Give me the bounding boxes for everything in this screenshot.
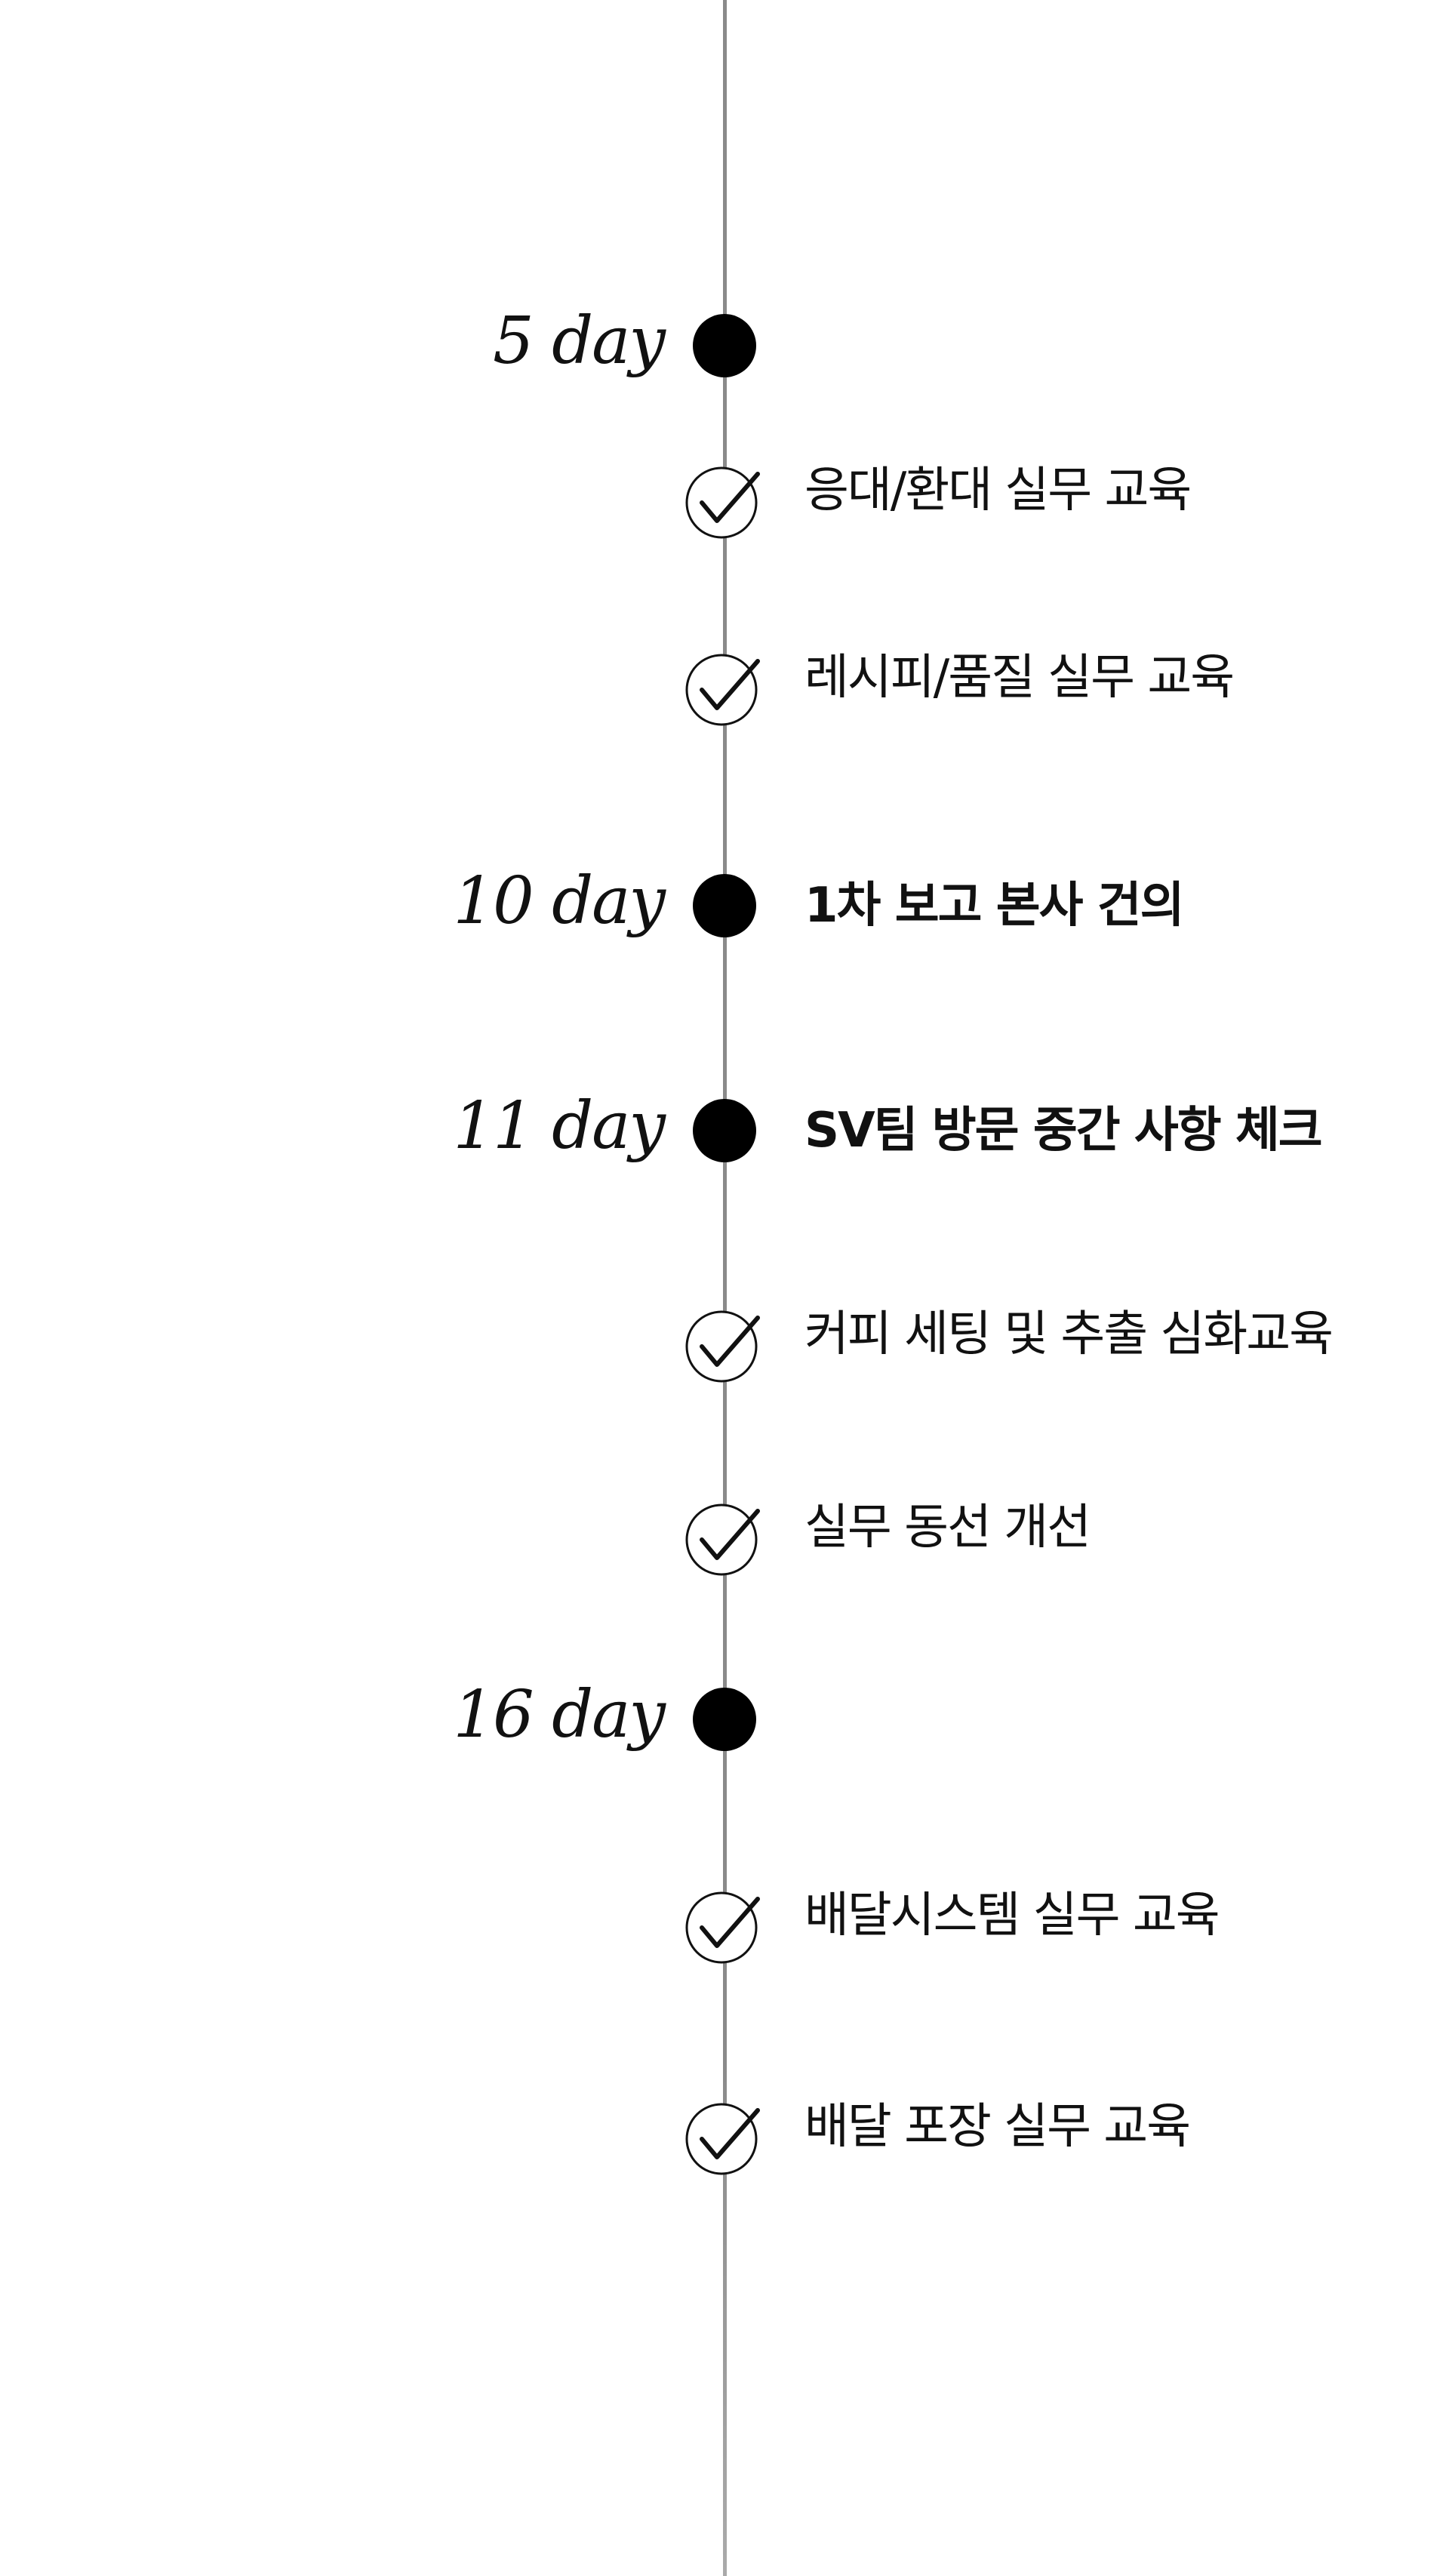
check-circle-icon	[685, 1891, 760, 1964]
check-circle-icon	[685, 466, 760, 539]
milestone-text: SV팀 방문 중간 사항 체크	[804, 1103, 1323, 1159]
task-text: 응대/환대 실무 교육	[804, 463, 1192, 519]
task-text: 레시피/품질 실무 교육	[804, 650, 1235, 706]
day-label: 5 day	[493, 303, 666, 379]
day-marker-icon	[693, 314, 756, 377]
task-text: 배달시스템 실무 교육	[804, 1888, 1220, 1944]
day-marker-icon	[693, 1099, 756, 1162]
check-circle-icon	[685, 1503, 760, 1576]
day-marker-icon	[693, 874, 756, 937]
milestone-text: 1차 보고 본사 건의	[804, 878, 1185, 934]
day-marker-icon	[693, 1688, 756, 1751]
check-circle-icon	[685, 1310, 760, 1383]
task-text: 실무 동선 개선	[804, 1500, 1091, 1556]
check-circle-icon	[685, 654, 760, 726]
timeline-line	[723, 0, 727, 2576]
task-text: 배달 포장 실무 교육	[804, 2099, 1191, 2155]
day-label: 16 day	[453, 1677, 666, 1753]
day-label: 11 day	[453, 1088, 666, 1164]
task-text: 커피 세팅 및 추출 심화교육	[804, 1306, 1334, 1362]
check-circle-icon	[685, 2103, 760, 2175]
day-label: 10 day	[453, 863, 666, 939]
